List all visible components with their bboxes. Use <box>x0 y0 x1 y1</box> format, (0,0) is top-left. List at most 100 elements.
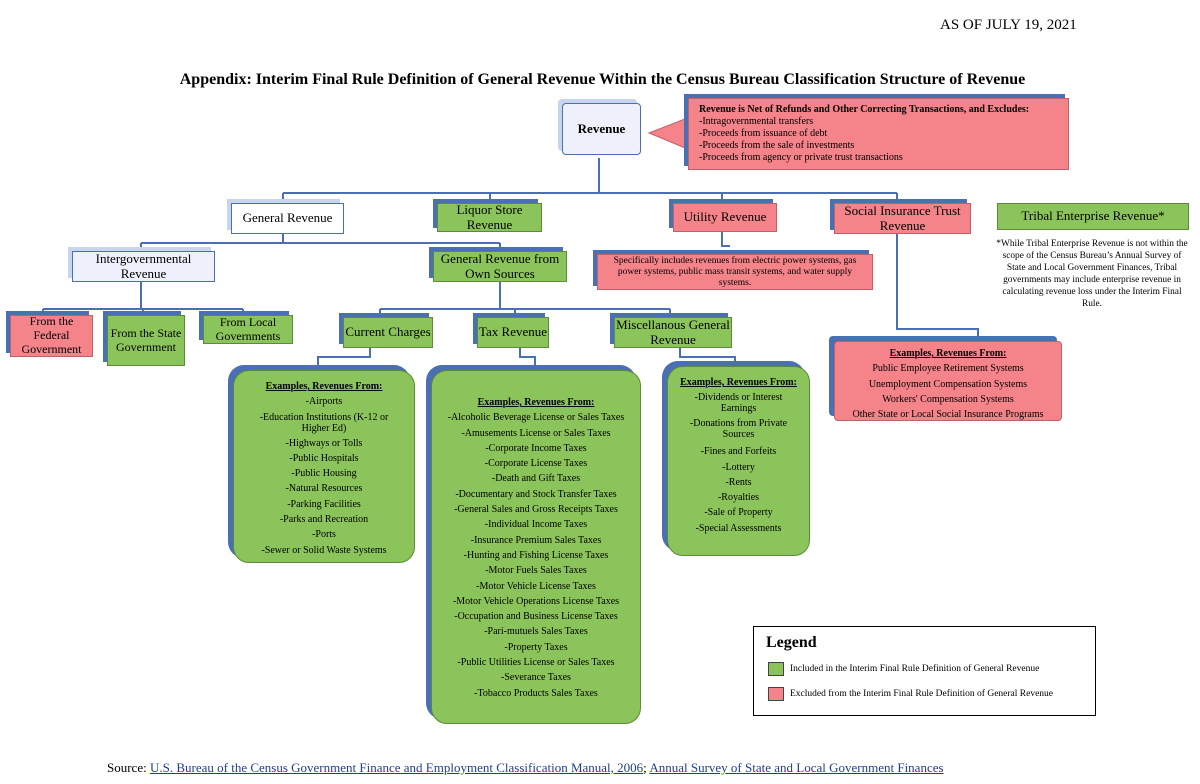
example-item: -Natural Resources <box>285 483 363 495</box>
intergovernmental-label: Intergovernmental Revenue <box>95 250 192 281</box>
exclusion-item: -Proceeds from the sale of investments <box>699 140 855 151</box>
exclusion-item: -Intragovernmental transfers <box>699 116 814 127</box>
examples-heading: Examples, Revenues From: <box>889 348 1007 359</box>
example-item: -Amusements License or Sales Taxes <box>461 427 611 439</box>
legend-included-label: Included in the Interim Final Rule Defin… <box>790 664 1040 675</box>
tribal-enterprise-label: Tribal Enterprise Revenue* <box>1021 208 1165 224</box>
example-item: -Death and Gift Taxes <box>491 473 581 485</box>
example-item: Workers' Compensation Systems <box>882 393 1014 405</box>
example-item: -Insurance Premium Sales Taxes <box>470 534 602 546</box>
example-item: -Motor Vehicle Operations License Taxes <box>452 595 620 607</box>
date-stamp: AS OF JULY 19, 2021 <box>940 17 1077 33</box>
intergovernmental-node: Intergovernmental Revenue <box>72 251 215 282</box>
example-item: -Public Utilities License or Sales Taxes <box>457 657 615 669</box>
social-insurance-node: Social Insurance Trust Revenue <box>834 203 971 234</box>
tax-revenue-label: Tax Revenue <box>478 324 548 340</box>
social-insurance-label: Social Insurance Trust Revenue <box>844 202 961 233</box>
tax-examples: Examples, Revenues From: -Alcoholic Beve… <box>431 370 641 724</box>
misc-revenue-node: Miscellanous General Revenue <box>614 317 732 348</box>
example-item: -Dividends or Interest Earnings <box>694 392 783 415</box>
example-item: -Parking Facilities <box>287 498 361 510</box>
federal-node: From the Federal Government <box>10 314 93 357</box>
current-charges-examples: Examples, Revenues From: -Airports -Educ… <box>233 370 415 563</box>
local-node: From Local Governments <box>203 315 293 344</box>
own-sources-label: General Revenue from Own Sources <box>440 250 560 281</box>
revenue-label: Revenue <box>577 120 626 136</box>
example-item: -Special Assessments <box>695 522 782 534</box>
example-item: -Royalties <box>717 492 760 504</box>
tribal-note: *While Tribal Enterprise Revenue is not … <box>996 239 1188 309</box>
exclusions-box: Revenue is Net of Refunds and Other Corr… <box>688 98 1069 170</box>
misc-examples: Examples, Revenues From: -Dividends or I… <box>667 366 810 556</box>
example-item: -Severance Taxes <box>501 672 571 684</box>
example-item: -Documentary and Stock Transfer Taxes <box>455 488 617 500</box>
revenue-node: Revenue <box>562 103 641 155</box>
example-item: Other State or Local Social Insurance Pr… <box>852 409 1044 421</box>
included-swatch <box>768 662 784 676</box>
example-item: -Tobacco Products Sales Taxes <box>474 687 598 699</box>
example-item: -Property Taxes <box>504 641 568 653</box>
source-line: Source: U.S. Bureau of the Census Govern… <box>107 760 944 776</box>
state-node: From the State Government <box>107 315 185 366</box>
general-revenue-label: General Revenue <box>242 210 333 226</box>
exclusion-item: -Proceeds from issuance of debt <box>699 128 828 139</box>
current-charges-label: Current Charges <box>345 324 431 340</box>
example-item: -Motor Fuels Sales Taxes <box>485 565 587 577</box>
example-item: -Sewer or Solid Waste Systems <box>261 544 387 556</box>
utility-note: Specifically includes revenues from elec… <box>597 254 873 290</box>
example-item: -Motor Vehicle License Taxes <box>476 580 596 592</box>
page-title: Appendix: Interim Final Rule Definition … <box>179 71 1026 88</box>
state-label: From the State Government <box>110 325 182 354</box>
census-manual-link[interactable]: U.S. Bureau of the Census Government Fin… <box>149 760 644 775</box>
example-item: -Parks and Recreation <box>279 514 369 526</box>
utility-note-text: Specifically includes revenues from elec… <box>613 255 857 288</box>
exclusion-item: -Proceeds from agency or private trust t… <box>699 152 903 163</box>
legend-title: Legend <box>766 634 817 651</box>
legend-excluded-row: Excluded from the Interim Final Rule Def… <box>768 687 1095 701</box>
example-item: -Public Housing <box>291 468 357 480</box>
example-item: Public Employee Retirement Systems <box>872 363 1024 375</box>
example-item: -Highways or Tolls <box>285 437 363 449</box>
example-item: -Occupation and Business License Taxes <box>454 611 618 623</box>
example-item: -Ports <box>312 529 336 541</box>
tax-revenue-node: Tax Revenue <box>477 317 549 348</box>
example-item: -Individual Income Taxes <box>484 519 588 531</box>
legend: Legend Included in the Interim Final Rul… <box>753 626 1096 716</box>
example-item: -Sale of Property <box>704 507 773 519</box>
example-item: -Donations from Private Sources <box>689 418 788 441</box>
social-insurance-examples: Examples, Revenues From: Public Employee… <box>834 341 1062 421</box>
utility-revenue-label: Utility Revenue <box>683 209 767 225</box>
example-item: Unemployment Compensation Systems <box>868 378 1028 390</box>
legend-included-row: Included in the Interim Final Rule Defin… <box>768 662 1095 676</box>
example-item: -Hunting and Fishing License Taxes <box>463 549 609 561</box>
example-item: -Fines and Forfeits <box>700 446 777 458</box>
federal-label: From the Federal Government <box>21 314 82 356</box>
current-charges-node: Current Charges <box>343 317 433 348</box>
utility-revenue-node: Utility Revenue <box>673 203 777 232</box>
example-item: -Rents <box>725 476 752 488</box>
examples-heading: Examples, Revenues From: <box>265 381 383 392</box>
source-separator: ; <box>643 760 647 775</box>
legend-excluded-label: Excluded from the Interim Final Rule Def… <box>790 689 1054 700</box>
local-label: From Local Governments <box>215 314 281 343</box>
tribal-enterprise-node: Tribal Enterprise Revenue* <box>997 203 1189 230</box>
liquor-store-node: Liquor Store Revenue <box>437 201 542 232</box>
source-label: Source: <box>107 760 147 775</box>
example-item: -Lottery <box>722 461 755 473</box>
example-item: -Airports <box>305 396 343 408</box>
example-item: -Corporate Income Taxes <box>485 442 587 454</box>
example-item: -Corporate License Taxes <box>484 458 588 470</box>
example-item: -Pari-mutuels Sales Taxes <box>484 626 588 638</box>
general-revenue-node: General Revenue <box>231 203 344 234</box>
liquor-store-label: Liquor Store Revenue <box>456 201 523 232</box>
misc-revenue-label: Miscellanous General Revenue <box>616 316 730 347</box>
examples-heading: Examples, Revenues From: <box>680 377 797 388</box>
annual-survey-link[interactable]: Annual Survey of State and Local Governm… <box>649 760 944 775</box>
own-sources-node: General Revenue from Own Sources <box>433 251 567 282</box>
example-item: -General Sales and Gross Receipts Taxes <box>454 504 618 516</box>
example-item: -Public Hospitals <box>289 452 359 464</box>
example-item: -Education Institutions (K-12 or Higher … <box>259 411 389 434</box>
excluded-swatch <box>768 687 784 701</box>
exclusions-heading: Revenue is Net of Refunds and Other Corr… <box>699 104 1030 115</box>
